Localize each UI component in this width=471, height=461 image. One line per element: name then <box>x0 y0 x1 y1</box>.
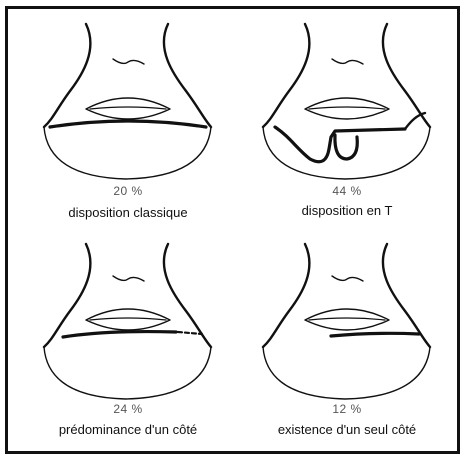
caption-label: existence d'un seul côté <box>237 422 457 437</box>
caption-label: disposition classique <box>18 205 238 220</box>
chin-diagram-classique <box>8 9 233 234</box>
percentage-label: 24 % <box>28 402 228 416</box>
panel-disposition-classique: 20 % disposition classique <box>8 9 233 234</box>
percentage-label: 12 % <box>247 402 447 416</box>
percentage-label: 20 % <box>28 184 228 198</box>
chin-diagram-predominance <box>8 234 233 454</box>
caption-label: prédominance d'un côté <box>18 422 238 437</box>
percentage-label: 44 % <box>247 184 447 198</box>
panel-predominance-un-cote: 24 % prédominance d'un côté <box>8 234 233 454</box>
panel-disposition-en-t: 44 % disposition en T <box>235 9 460 234</box>
chin-diagram-seul-cote <box>235 234 460 454</box>
panel-existence-seul-cote: 12 % existence d'un seul côté <box>235 234 460 454</box>
caption-label: disposition en T <box>237 203 457 218</box>
figure-frame: 20 % disposition classique 44 % disposit… <box>5 6 460 454</box>
chin-diagram-en-t <box>235 9 460 234</box>
